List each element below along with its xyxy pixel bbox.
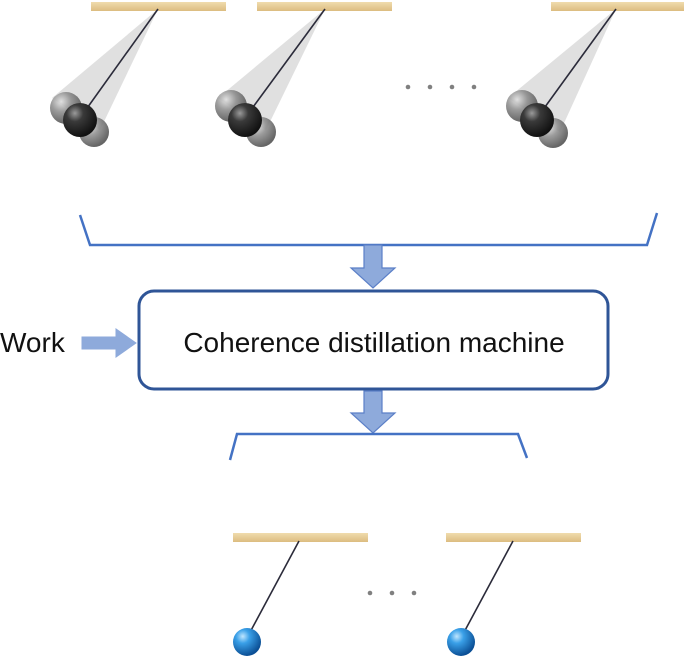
coherent-pendulum	[446, 533, 581, 656]
work-arrow-icon	[81, 328, 137, 358]
pendulum-support-bar	[233, 533, 368, 542]
pendulum-support-bar	[446, 533, 581, 542]
blurred-pendulum-icon	[50, 8, 159, 147]
blurred-pendulum-icon	[215, 8, 326, 147]
ellipsis-dots-icon	[367, 590, 417, 596]
down-arrow-icon	[349, 244, 397, 289]
coherent-pendulum-icon	[233, 540, 300, 656]
output-bracket	[228, 432, 529, 461]
decoherent-pendulum	[506, 2, 684, 148]
input-bracket	[78, 212, 659, 247]
decoherent-pendulum	[50, 2, 226, 147]
ellipsis-dots-icon	[405, 84, 477, 90]
pendulum-support-bar	[257, 2, 392, 11]
down-arrow-icon	[349, 390, 397, 434]
work-label: Work	[0, 327, 66, 358]
coherent-pendulum-icon	[447, 540, 514, 656]
machine-label: Coherence distillation machine	[183, 327, 564, 358]
pendulum-support-bar	[551, 2, 684, 11]
pendulum-support-bar	[91, 2, 226, 11]
blurred-pendulum-icon	[506, 8, 617, 148]
decoherent-pendulum	[215, 2, 392, 147]
coherence-distillation-machine-box	[137, 289, 610, 391]
coherent-pendulum	[233, 533, 368, 656]
